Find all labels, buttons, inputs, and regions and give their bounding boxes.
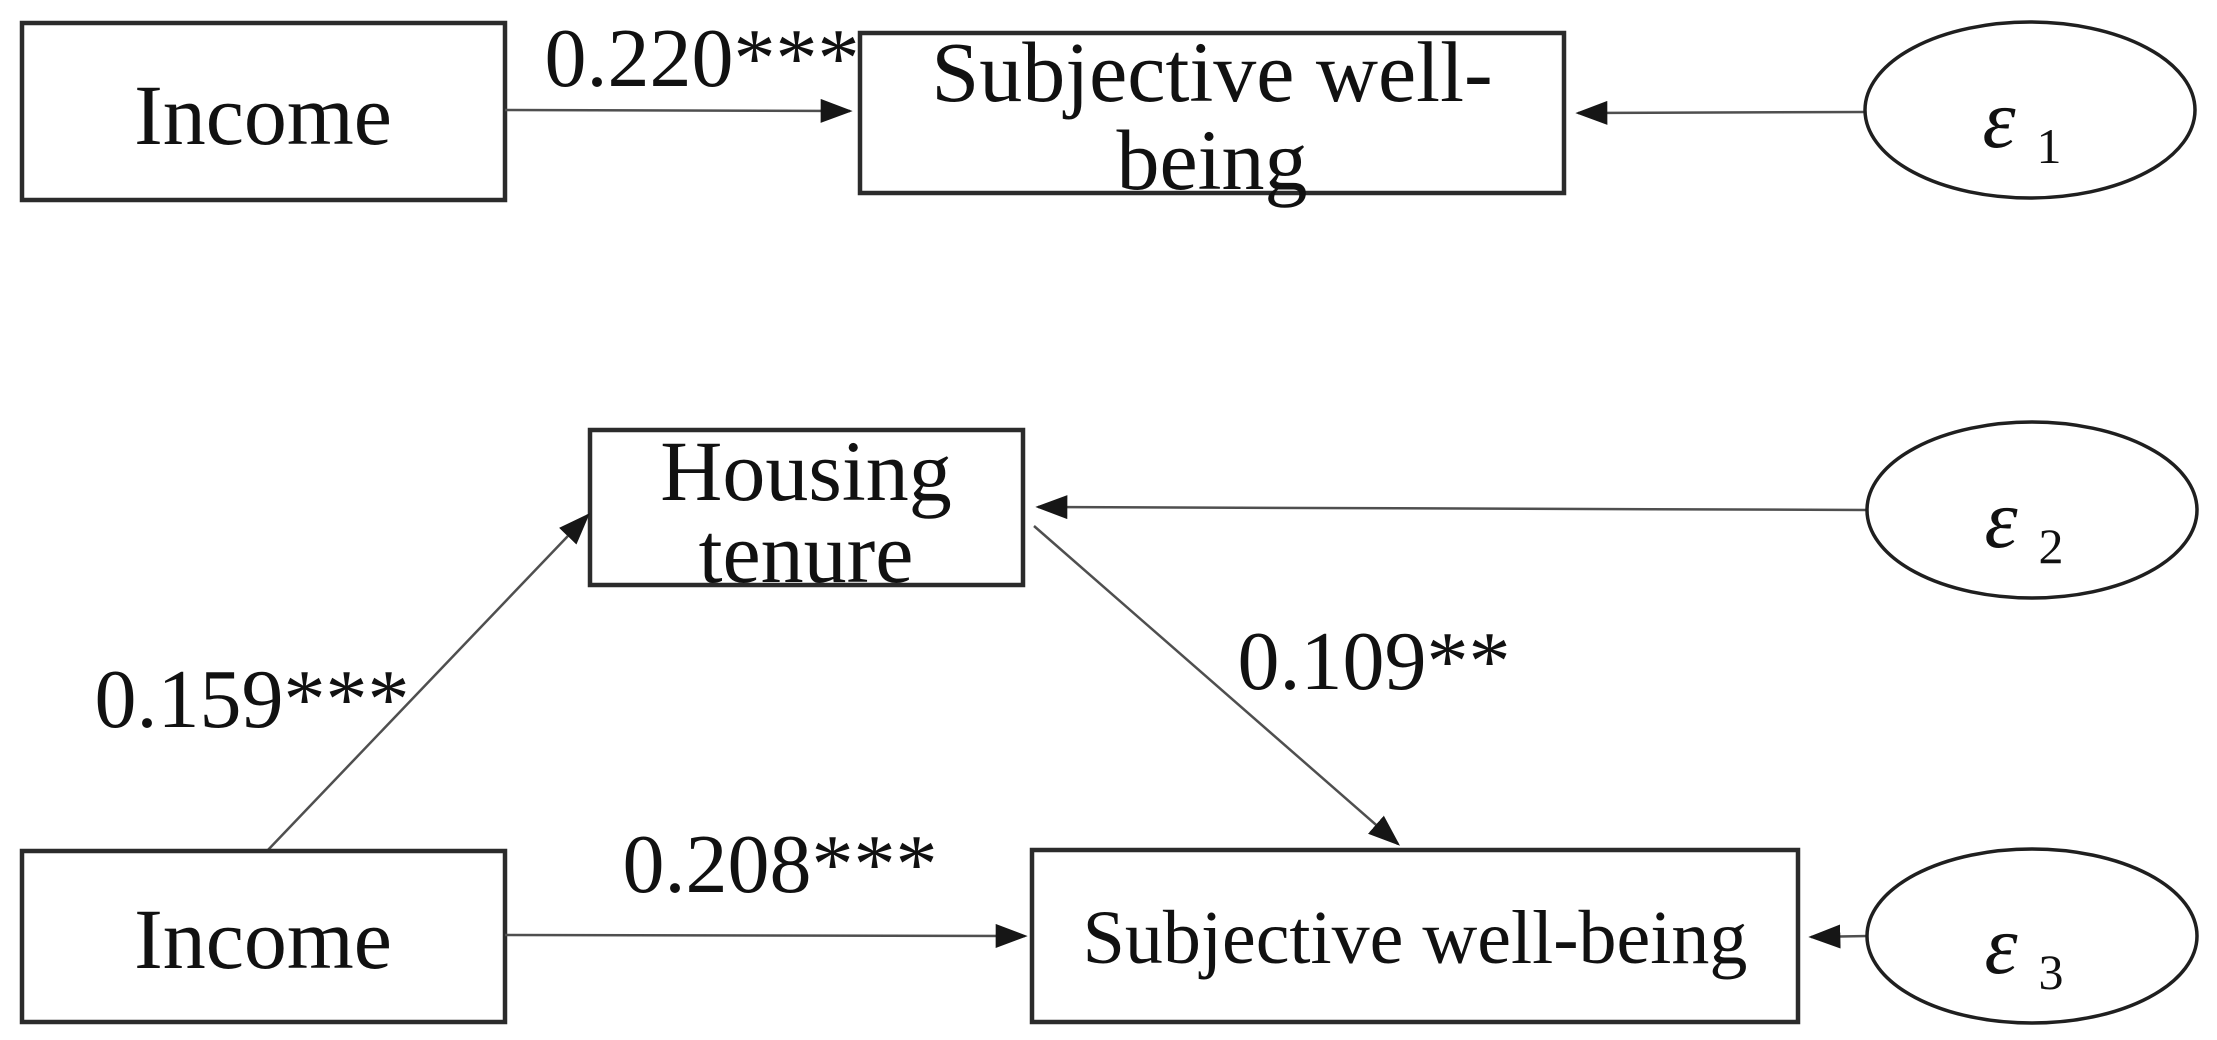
coefficient-income-housing: 0.159*** bbox=[95, 653, 410, 746]
top-income-box bbox=[19, 20, 508, 203]
eps1-subscript: 1 bbox=[2037, 118, 2062, 174]
bottom-swb-label: Subjective well-being bbox=[1083, 896, 1748, 980]
housing-tenure-label-line2: tenure bbox=[699, 505, 914, 601]
top-income-label: Income bbox=[134, 67, 392, 163]
eps2-symbol: ε bbox=[1984, 473, 2018, 566]
housing-tenure-box bbox=[587, 427, 1026, 588]
error-term-eps1-label: ε 1 bbox=[1982, 73, 2061, 174]
edge-eps2-to-housing bbox=[1035, 495, 1869, 520]
edge-housing-to-swb bbox=[1033, 525, 1401, 846]
eps2-subscript: 2 bbox=[2039, 518, 2064, 574]
coefficient-housing-swb: 0.109** bbox=[1238, 615, 1511, 708]
edge-top-income-to-swb bbox=[504, 98, 853, 123]
error-term-eps2-label: ε 2 bbox=[1984, 473, 2063, 574]
error-term-eps3-ellipse bbox=[1865, 847, 2199, 1025]
error-term-eps2-ellipse bbox=[1865, 420, 2199, 600]
eps1-symbol: ε bbox=[1982, 73, 2016, 166]
error-term-eps1-ellipse bbox=[1863, 20, 2197, 200]
top-swb-label-line1: Subjective well- bbox=[931, 24, 1492, 120]
top-swb-label-line2: being bbox=[1116, 112, 1307, 208]
eps3-subscript: 3 bbox=[2039, 944, 2064, 1000]
bottom-income-label: Income bbox=[134, 891, 392, 987]
top-swb-box bbox=[857, 30, 1567, 196]
coefficient-top-income-swb: 0.220*** bbox=[545, 12, 860, 105]
edge-eps3-to-bottom-swb bbox=[1808, 924, 1869, 949]
housing-tenure-label-line1: Housing bbox=[660, 423, 951, 519]
edge-eps1-to-top-swb bbox=[1575, 100, 1867, 125]
eps3-symbol: ε bbox=[1984, 899, 2018, 992]
edge-income-to-housing bbox=[266, 513, 590, 852]
error-term-eps3-label: ε 3 bbox=[1984, 899, 2063, 1000]
bottom-swb-box bbox=[1029, 847, 1801, 1025]
bottom-income-box bbox=[19, 848, 508, 1025]
coefficient-bottom-income-swb: 0.208*** bbox=[623, 818, 938, 911]
edge-bottom-income-to-swb bbox=[504, 923, 1028, 948]
